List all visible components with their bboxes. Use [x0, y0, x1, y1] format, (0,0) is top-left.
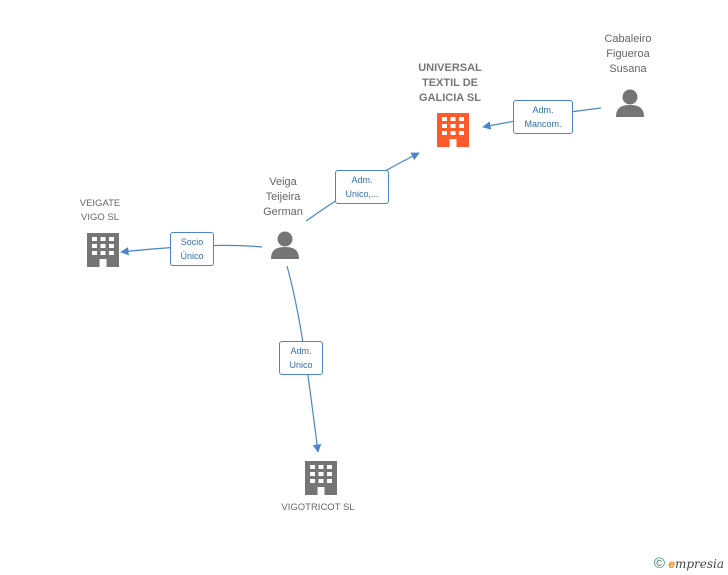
relation-line: Adm.: [351, 175, 373, 185]
node-label-line: GALICIA SL: [419, 92, 481, 104]
brand-name: mpresia: [674, 557, 724, 571]
empresia-logo[interactable]: © empresia: [654, 555, 724, 572]
relation-line: Adm.: [532, 105, 554, 115]
relation-veiga-vigotricot[interactable]: Adm. Unico: [279, 341, 323, 375]
node-label-line: VIGO SL: [80, 212, 119, 223]
node-label-line: TEXTIL DE: [421, 77, 479, 89]
relation-line: Único: [180, 251, 204, 261]
node-label-line: Teijeira: [265, 191, 301, 203]
relation-line: Socio: [180, 237, 204, 247]
relation-veiga-universal[interactable]: Adm. Unico,...: [335, 170, 389, 204]
node-label-veigate[interactable]: VEIGATE VIGO SL: [55, 197, 145, 225]
relation-veiga-veigate[interactable]: Socio Único: [170, 232, 214, 266]
universal-building-icon[interactable]: [437, 113, 469, 147]
relation-cabaleiro-universal[interactable]: Adm. Mancom.: [513, 100, 573, 134]
veigate-building-icon[interactable]: [87, 233, 119, 267]
node-label-line: VEIGATE: [79, 198, 121, 209]
node-label-line: VIGOTRICOT SL: [281, 502, 355, 513]
relation-line: Mancom.: [524, 119, 562, 129]
node-label-universal[interactable]: UNIVERSAL TEXTIL DE GALICIA SL: [398, 61, 502, 106]
relation-line: Unico,...: [345, 189, 379, 199]
node-label-line: Susana: [609, 63, 647, 75]
node-label-line: UNIVERSAL: [418, 62, 482, 74]
node-label-line: German: [263, 206, 303, 218]
node-label-cabaleiro[interactable]: Cabaleiro Figueroa Susana: [583, 32, 673, 77]
node-label-line: Figueroa: [606, 48, 650, 60]
node-label-line: Veiga: [269, 176, 297, 188]
relation-line: Adm.: [290, 346, 312, 356]
copyright-icon: ©: [653, 555, 665, 572]
veiga-person-icon[interactable]: [271, 231, 299, 260]
node-label-vigotricot[interactable]: VIGOTRICOT SL: [263, 501, 373, 515]
relation-line: Unico: [289, 360, 313, 370]
vigotricot-building-icon[interactable]: [305, 461, 337, 495]
cabaleiro-person-icon[interactable]: [616, 89, 644, 118]
node-label-line: Cabaleiro: [604, 33, 652, 45]
brand-initial: e: [668, 557, 675, 571]
node-label-veiga[interactable]: Veiga Teijeira German: [238, 175, 328, 220]
